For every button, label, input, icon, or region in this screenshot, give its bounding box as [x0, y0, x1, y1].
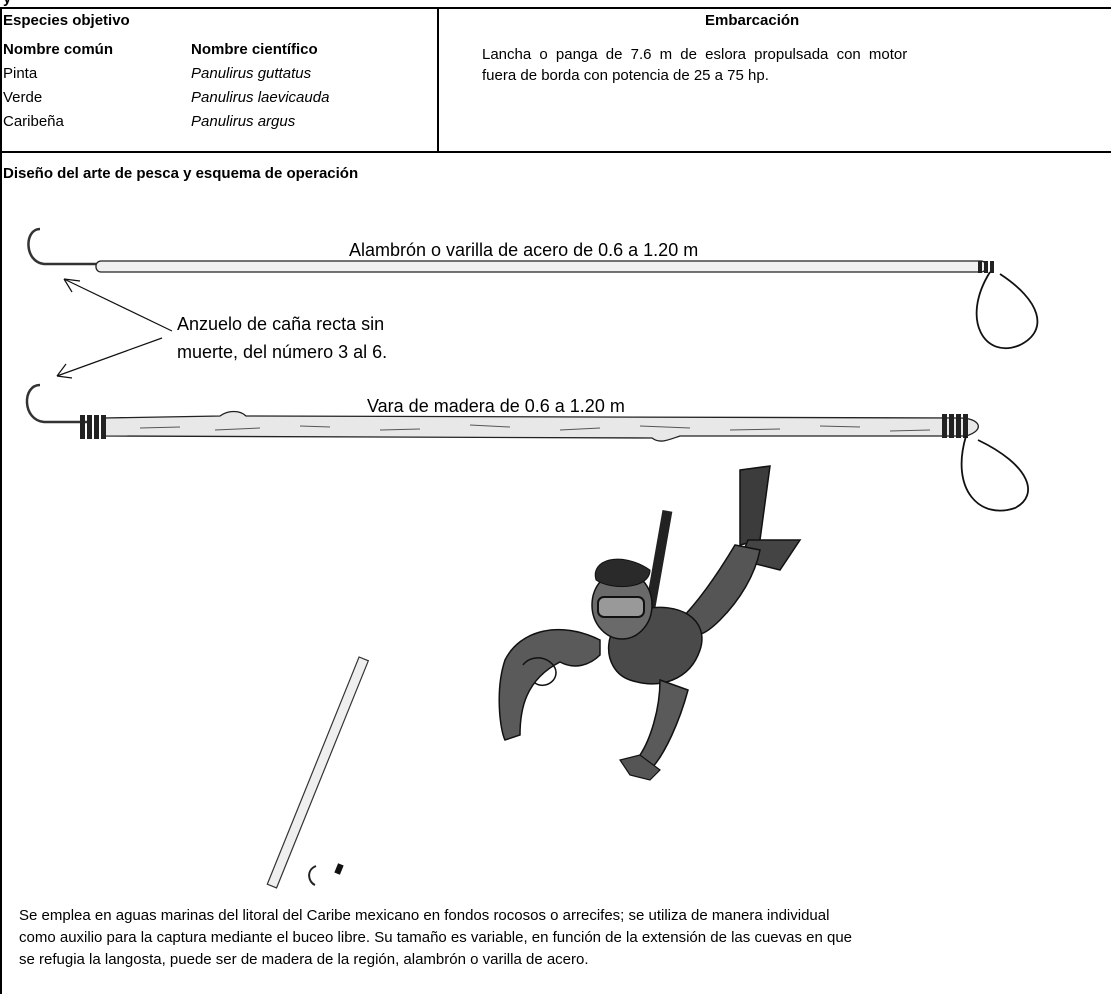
diver-illustration	[267, 466, 800, 888]
steel-rod	[28, 229, 1037, 348]
hook-pointer-arrows	[57, 279, 172, 378]
gear-description-line: Se emplea en aguas marinas del litoral d…	[19, 905, 1079, 927]
gear-description: Se emplea en aguas marinas del litoral d…	[19, 905, 1079, 971]
wooden-rod-wrist-loop	[962, 436, 1029, 511]
wooden-rod	[27, 385, 1028, 511]
steel-rod-shaft	[96, 261, 986, 272]
gear-description-line: se refugia la langosta, puede ser de mad…	[19, 949, 1079, 971]
gear-description-line: como auxilio para la captura mediante el…	[19, 927, 1079, 949]
steel-rod-wrist-loop	[977, 272, 1038, 348]
diver-rod	[267, 657, 368, 888]
steel-rod-hook	[28, 229, 100, 264]
